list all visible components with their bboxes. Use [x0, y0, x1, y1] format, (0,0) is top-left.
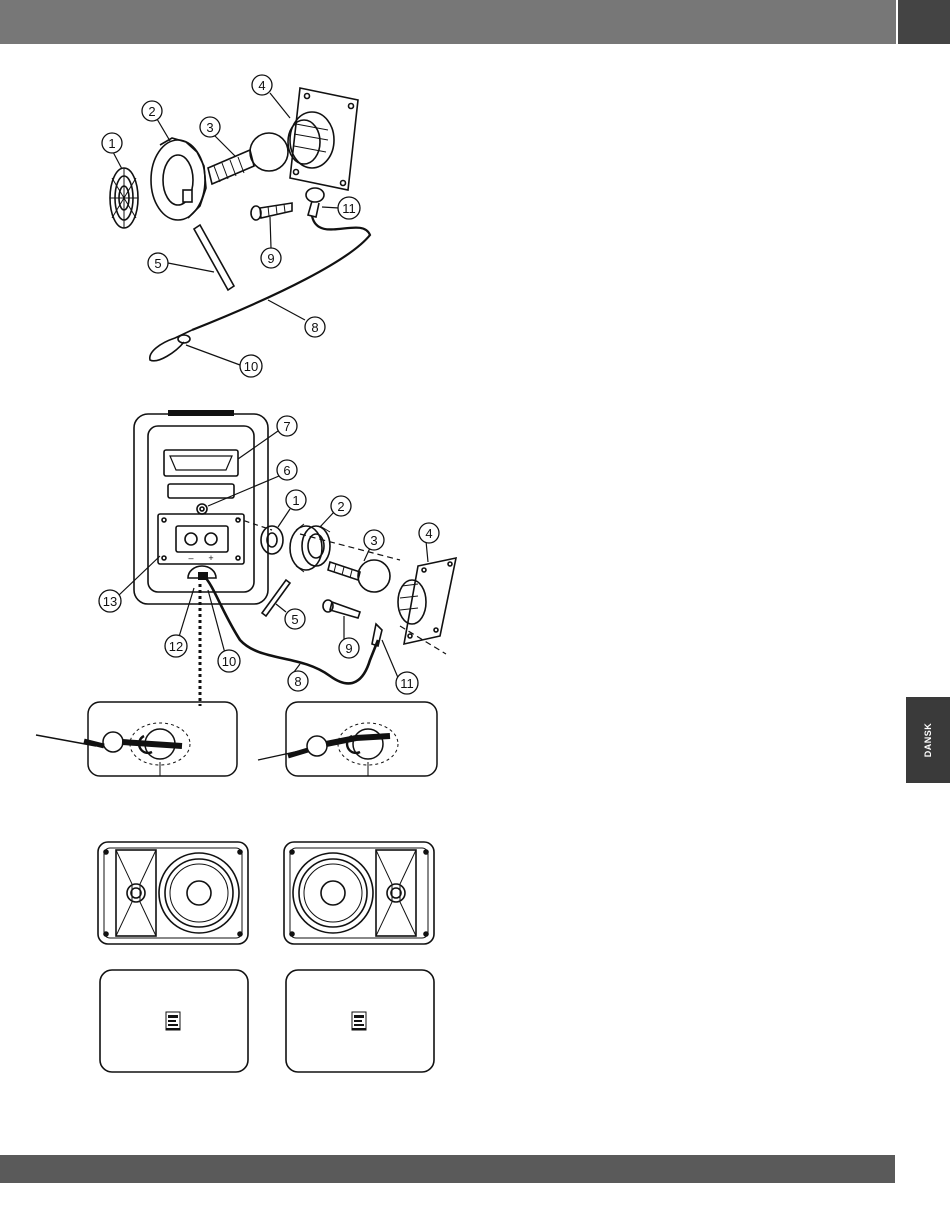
- callout-3: 3: [200, 117, 220, 137]
- part-bracket-plate: [288, 88, 358, 190]
- callout-m8: 8: [288, 671, 308, 691]
- svg-text:1: 1: [292, 493, 299, 508]
- terminal-polarity-marks: – +: [188, 553, 213, 563]
- callout-m12: 12: [165, 635, 187, 657]
- svg-text:7: 7: [283, 419, 290, 434]
- callout-4: 4: [252, 75, 272, 95]
- callout-m2: 2: [331, 496, 351, 516]
- detail-panel-left: [36, 702, 237, 776]
- part-screw-mid: [323, 600, 360, 618]
- part-pin: [194, 225, 234, 290]
- callout-9: 9: [261, 248, 281, 268]
- callouts-top: 1 2 3 4 5 8 9 10 11: [102, 75, 360, 377]
- callouts-middle: 1 2 3 4 5 6 7 8 9 10 11 12 13: [99, 416, 439, 694]
- speaker-front-left: [98, 842, 248, 944]
- svg-text:5: 5: [154, 256, 161, 271]
- terminal-plate: [158, 514, 244, 564]
- part-ring-terminal: [306, 188, 324, 217]
- part-bracket-plate-mid: [398, 558, 456, 644]
- callout-m7: 7: [277, 416, 297, 436]
- svg-text:10: 10: [222, 654, 236, 669]
- callout-10: 10: [240, 355, 262, 377]
- part-cable-loop: [150, 330, 192, 361]
- part-washer-mid: [261, 526, 283, 554]
- svg-text:8: 8: [294, 674, 301, 689]
- svg-text:3: 3: [206, 120, 213, 135]
- svg-text:4: 4: [425, 526, 432, 541]
- callout-8: 8: [305, 317, 325, 337]
- callout-m9: 9: [339, 638, 359, 658]
- svg-text:11: 11: [400, 676, 414, 691]
- svg-text:8: 8: [311, 320, 318, 335]
- part-washer: [110, 168, 138, 228]
- svg-text:13: 13: [103, 594, 117, 609]
- part-knurled-nut-mid: [290, 524, 330, 572]
- svg-text:+: +: [208, 553, 213, 563]
- svg-text:9: 9: [267, 251, 274, 266]
- callout-m1: 1: [286, 490, 306, 510]
- speaker-grille-right: [286, 970, 434, 1072]
- svg-text:12: 12: [169, 639, 183, 654]
- svg-text:–: –: [188, 553, 193, 563]
- svg-text:6: 6: [283, 463, 290, 478]
- callout-m6: 6: [277, 460, 297, 480]
- part-ball-stud-mid: [328, 560, 390, 592]
- callout-5: 5: [148, 253, 168, 273]
- detail-panel-right: [258, 702, 437, 776]
- svg-text:11: 11: [342, 201, 356, 216]
- callout-m3: 3: [364, 530, 384, 550]
- speaker-grille-left: [100, 970, 248, 1072]
- callout-11: 11: [338, 197, 360, 219]
- exploded-view-top: [110, 88, 370, 365]
- svg-text:3: 3: [370, 533, 377, 548]
- svg-text:9: 9: [345, 641, 352, 656]
- speaker-back-assembly: [118, 410, 456, 706]
- svg-text:5: 5: [291, 612, 298, 627]
- callout-m4: 4: [419, 523, 439, 543]
- callout-2: 2: [142, 101, 162, 121]
- svg-text:4: 4: [258, 78, 265, 93]
- callout-m5: 5: [285, 609, 305, 629]
- svg-text:1: 1: [108, 136, 115, 151]
- callout-m10: 10: [218, 650, 240, 672]
- part-knurled-nut: [151, 138, 206, 220]
- callout-m11: 11: [396, 672, 418, 694]
- speaker-front-right: [284, 842, 434, 944]
- svg-text:2: 2: [337, 499, 344, 514]
- callout-m13: 13: [99, 590, 121, 612]
- logo-badge-icon: [166, 1012, 180, 1030]
- callout-1: 1: [102, 133, 122, 153]
- svg-text:2: 2: [148, 104, 155, 119]
- svg-text:10: 10: [244, 359, 258, 374]
- logo-badge-icon: [352, 1012, 366, 1030]
- part-screw: [251, 203, 292, 220]
